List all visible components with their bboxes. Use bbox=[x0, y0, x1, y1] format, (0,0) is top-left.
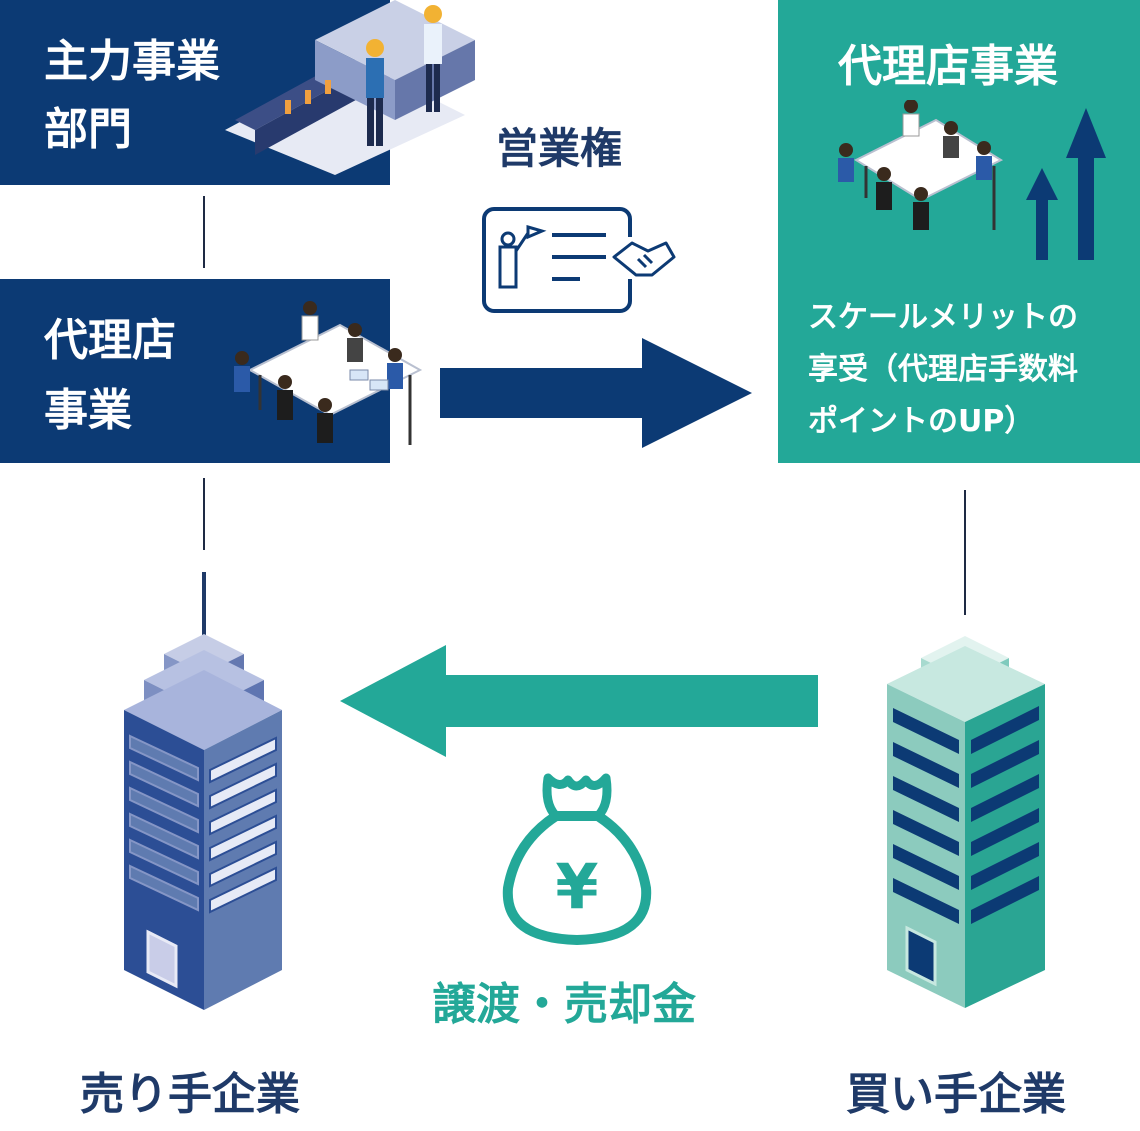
navy-arrow-right bbox=[440, 338, 752, 448]
yen-symbol: ¥ bbox=[555, 850, 598, 923]
connector-line-buyer bbox=[964, 490, 966, 615]
transfer-payment-label: 譲渡・売却金 bbox=[432, 979, 696, 1030]
meeting-illustration-buyer bbox=[826, 100, 1006, 260]
seller-company-label: 売り手企業 bbox=[80, 1069, 300, 1120]
business-rights-label: 営業権 bbox=[496, 124, 623, 173]
buyer-company-label: 買い手企業 bbox=[846, 1069, 1066, 1120]
agency-business-buyer-box: 代理店事業 スケールメリットの 享受（代理店手数料 ポイントのUP） bbox=[778, 0, 1140, 463]
license-handshake-icon bbox=[480, 205, 680, 315]
teal-arrow-left bbox=[340, 645, 818, 757]
main-business-label: 主力事業 部門 bbox=[44, 36, 220, 155]
connector-line-seller bbox=[203, 478, 205, 550]
agency-business-seller-label: 代理店 事業 bbox=[44, 315, 176, 436]
growth-arrows-icon bbox=[1022, 104, 1108, 260]
agency-business-buyer-title: 代理店事業 bbox=[838, 41, 1058, 92]
factory-illustration bbox=[215, 0, 515, 175]
meeting-illustration-seller bbox=[220, 300, 430, 475]
buyer-building-icon bbox=[885, 630, 1047, 1010]
seller-building-icon bbox=[120, 570, 285, 1015]
connector-line-top-left bbox=[203, 196, 205, 268]
agency-business-buyer-description: スケールメリットの 享受（代理店手数料 ポイントのUP） bbox=[808, 300, 1078, 439]
yen-money-bag-icon: ¥ bbox=[498, 770, 656, 948]
